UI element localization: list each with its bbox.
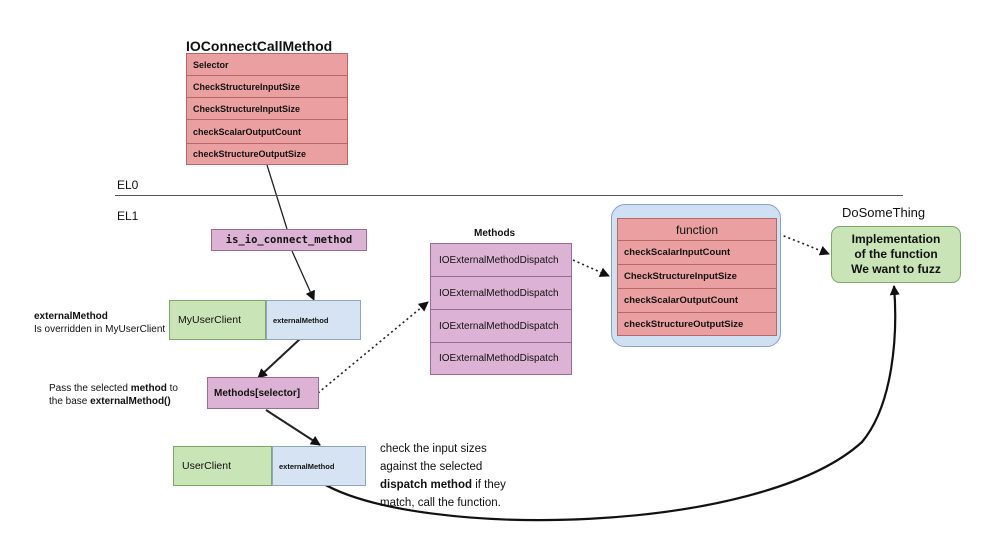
check-structure-input-size-cell: CheckStructureInputSize [617,264,777,288]
external-method-note-title: externalMethod [34,311,108,322]
check-scalar-input-count-cell: checkScalarInputCount [617,240,777,264]
edge-selector-to-userclient [265,409,321,446]
ioconnectcallmethod-table: Selector CheckStructureInputSize CheckSt… [186,53,348,165]
methods-table: IOExternalMethodDispatch IOExternalMetho… [430,243,572,375]
check-input-sizes-note: check the input sizes against the select… [380,443,506,509]
edge-methods-to-function [572,259,610,277]
userclient-box: UserClient [173,446,272,486]
external-method-note: externalMethod Is overridden in MyUserCl… [34,310,165,336]
privilege-divider [115,195,903,196]
check-scalar-output-count-cell: checkScalarOutputCount [186,119,348,143]
function-table: function checkScalarInputCount CheckStru… [617,218,777,336]
edge-myuserclient-to-selector [257,337,302,379]
dosomething-title: DoSomeThing [842,205,926,220]
method-dispatch-row: IOExternalMethodDispatch [430,243,572,276]
method-dispatch-row: IOExternalMethodDispatch [430,276,572,309]
check-scalar-output-count-cell: checkScalarOutputCount [617,288,777,312]
check-structure-input-size-cell: CheckStructureInputSize [186,75,348,97]
ioconnectcallmethod-title: IOConnectCallMethod [186,38,333,54]
method-dispatch-row: IOExternalMethodDispatch [430,342,572,375]
dosomething-box: Implementation of the function We want t… [831,226,961,283]
dosomething-line: Implementation [851,232,941,246]
dosomething-line: We want to fuzz [851,262,941,276]
method-dispatch-row: IOExternalMethodDispatch [430,309,572,342]
external-method-note-text: Is overridden in MyUserClient [34,324,166,335]
pass-method-note: Pass the selected method to the base ext… [49,383,178,407]
edge-top-to-is-io [266,164,288,230]
myuserclient-externalmethod-box: externalMethod [266,300,361,340]
el0-label: EL0 [117,178,139,192]
function-header: function [617,218,777,240]
edge-is-io-to-myuserclient [291,250,315,301]
methods-title: Methods [474,228,516,239]
is-io-connect-method-box: is_io_connect_method [211,229,367,251]
methods-selector-box: Methods[selector] [207,377,319,409]
check-structure-output-size-cell: checkStructureOutputSize [617,312,777,336]
myuserclient-box: MyUserClient [169,300,266,340]
check-structure-output-size-cell: checkStructureOutputSize [186,143,348,165]
edge-function-to-dosomething [778,233,830,256]
selector-cell: Selector [186,53,348,75]
el1-label: EL1 [117,209,139,223]
dosomething-line: of the function [854,247,938,261]
check-structure-input-size-cell-2: CheckStructureInputSize [186,97,348,119]
userclient-externalmethod-box: externalMethod [272,446,366,486]
